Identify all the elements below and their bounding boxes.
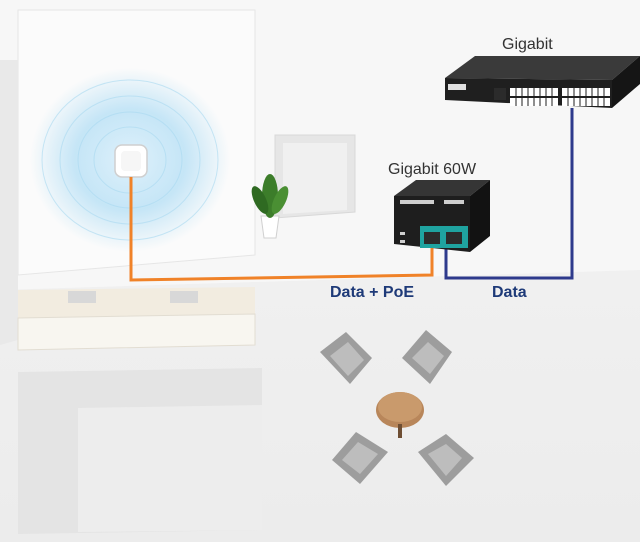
network-switch-icon — [445, 56, 640, 108]
lounge-chair — [332, 432, 388, 484]
floor-rug-inner — [78, 405, 262, 532]
doorway-inner — [283, 143, 347, 214]
poe-injector-icon — [394, 180, 490, 252]
desk-monitor — [170, 291, 198, 303]
coffee-table — [376, 392, 424, 438]
lounge-chair — [320, 332, 372, 384]
lounge-chair — [418, 434, 474, 486]
poe-cable-label: Data + PoE — [330, 284, 415, 301]
injector-label: Gigabit 60W — [388, 161, 477, 178]
plant-icon — [251, 174, 289, 239]
data-cable-label: Data — [492, 284, 527, 301]
data-cable — [444, 108, 574, 280]
desk-monitor — [68, 291, 96, 303]
ceiling-access-point-icon — [114, 144, 148, 178]
poe-cable — [129, 177, 434, 282]
desk-front — [17, 313, 256, 351]
left-edge — [0, 60, 18, 345]
lounge-chair — [402, 330, 452, 384]
switch-label: Gigabit — [502, 36, 553, 53]
